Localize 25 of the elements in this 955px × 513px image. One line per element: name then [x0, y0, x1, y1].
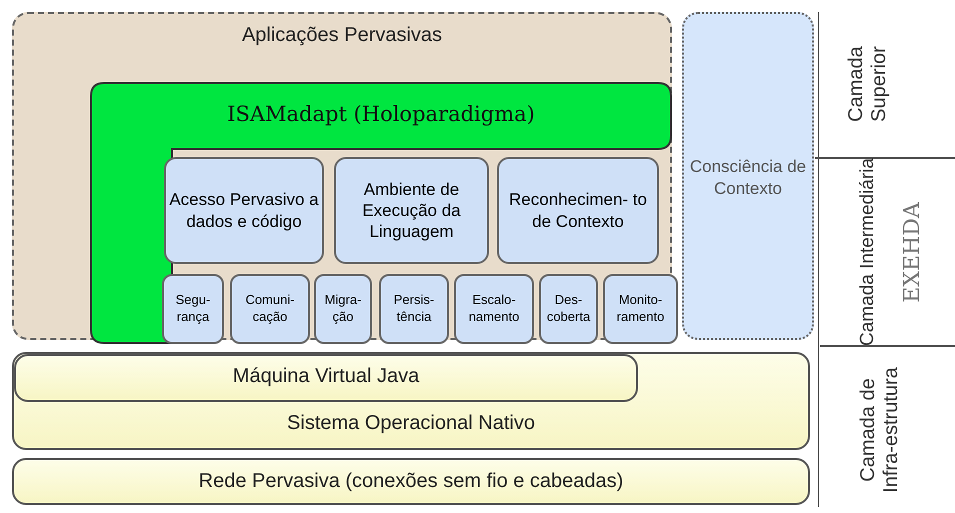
panel-title: ISAMadapt (Holoparadigma): [226, 102, 536, 126]
camada-label: Camada Intermediária: [857, 158, 879, 346]
module-box: Escalo- namento: [454, 274, 534, 344]
camada-label: Camada Superior: [845, 45, 891, 124]
layer-title: Máquina Virtual Java: [232, 365, 420, 388]
panel-title: Consciência de Contexto: [688, 156, 808, 200]
layer-title: Sistema Operacional Nativo: [286, 412, 536, 435]
context-panel: [682, 12, 814, 340]
layer-title: Rede Pervasiva (conexões sem fio e cabeadas): [198, 470, 624, 493]
module-box: Reconhecimen- to de Contexto: [497, 157, 659, 264]
module-box: Des- coberta: [539, 274, 598, 344]
module-box: Comuni- cação: [230, 274, 310, 344]
layer-bar: [12, 352, 810, 450]
layer-title: Aplicações Pervasivas: [240, 24, 444, 47]
module-box: Ambiente de Execução da Linguagem: [334, 157, 489, 264]
camada-label: Camada de Infra-estrutura: [857, 366, 903, 495]
module-box: Migra- ção: [314, 274, 372, 344]
module-box: Segu- rança: [162, 274, 224, 344]
layer-bar: [12, 458, 810, 505]
module-box: Monito- ramento: [603, 274, 678, 344]
module-box: Acesso Pervasivo a dados e código: [164, 157, 324, 264]
module-box: Persis- tência: [379, 274, 449, 344]
l-shaped-panel: [90, 82, 672, 344]
layer-bar: [14, 354, 638, 402]
layer-name: EXEHDA: [899, 202, 924, 302]
